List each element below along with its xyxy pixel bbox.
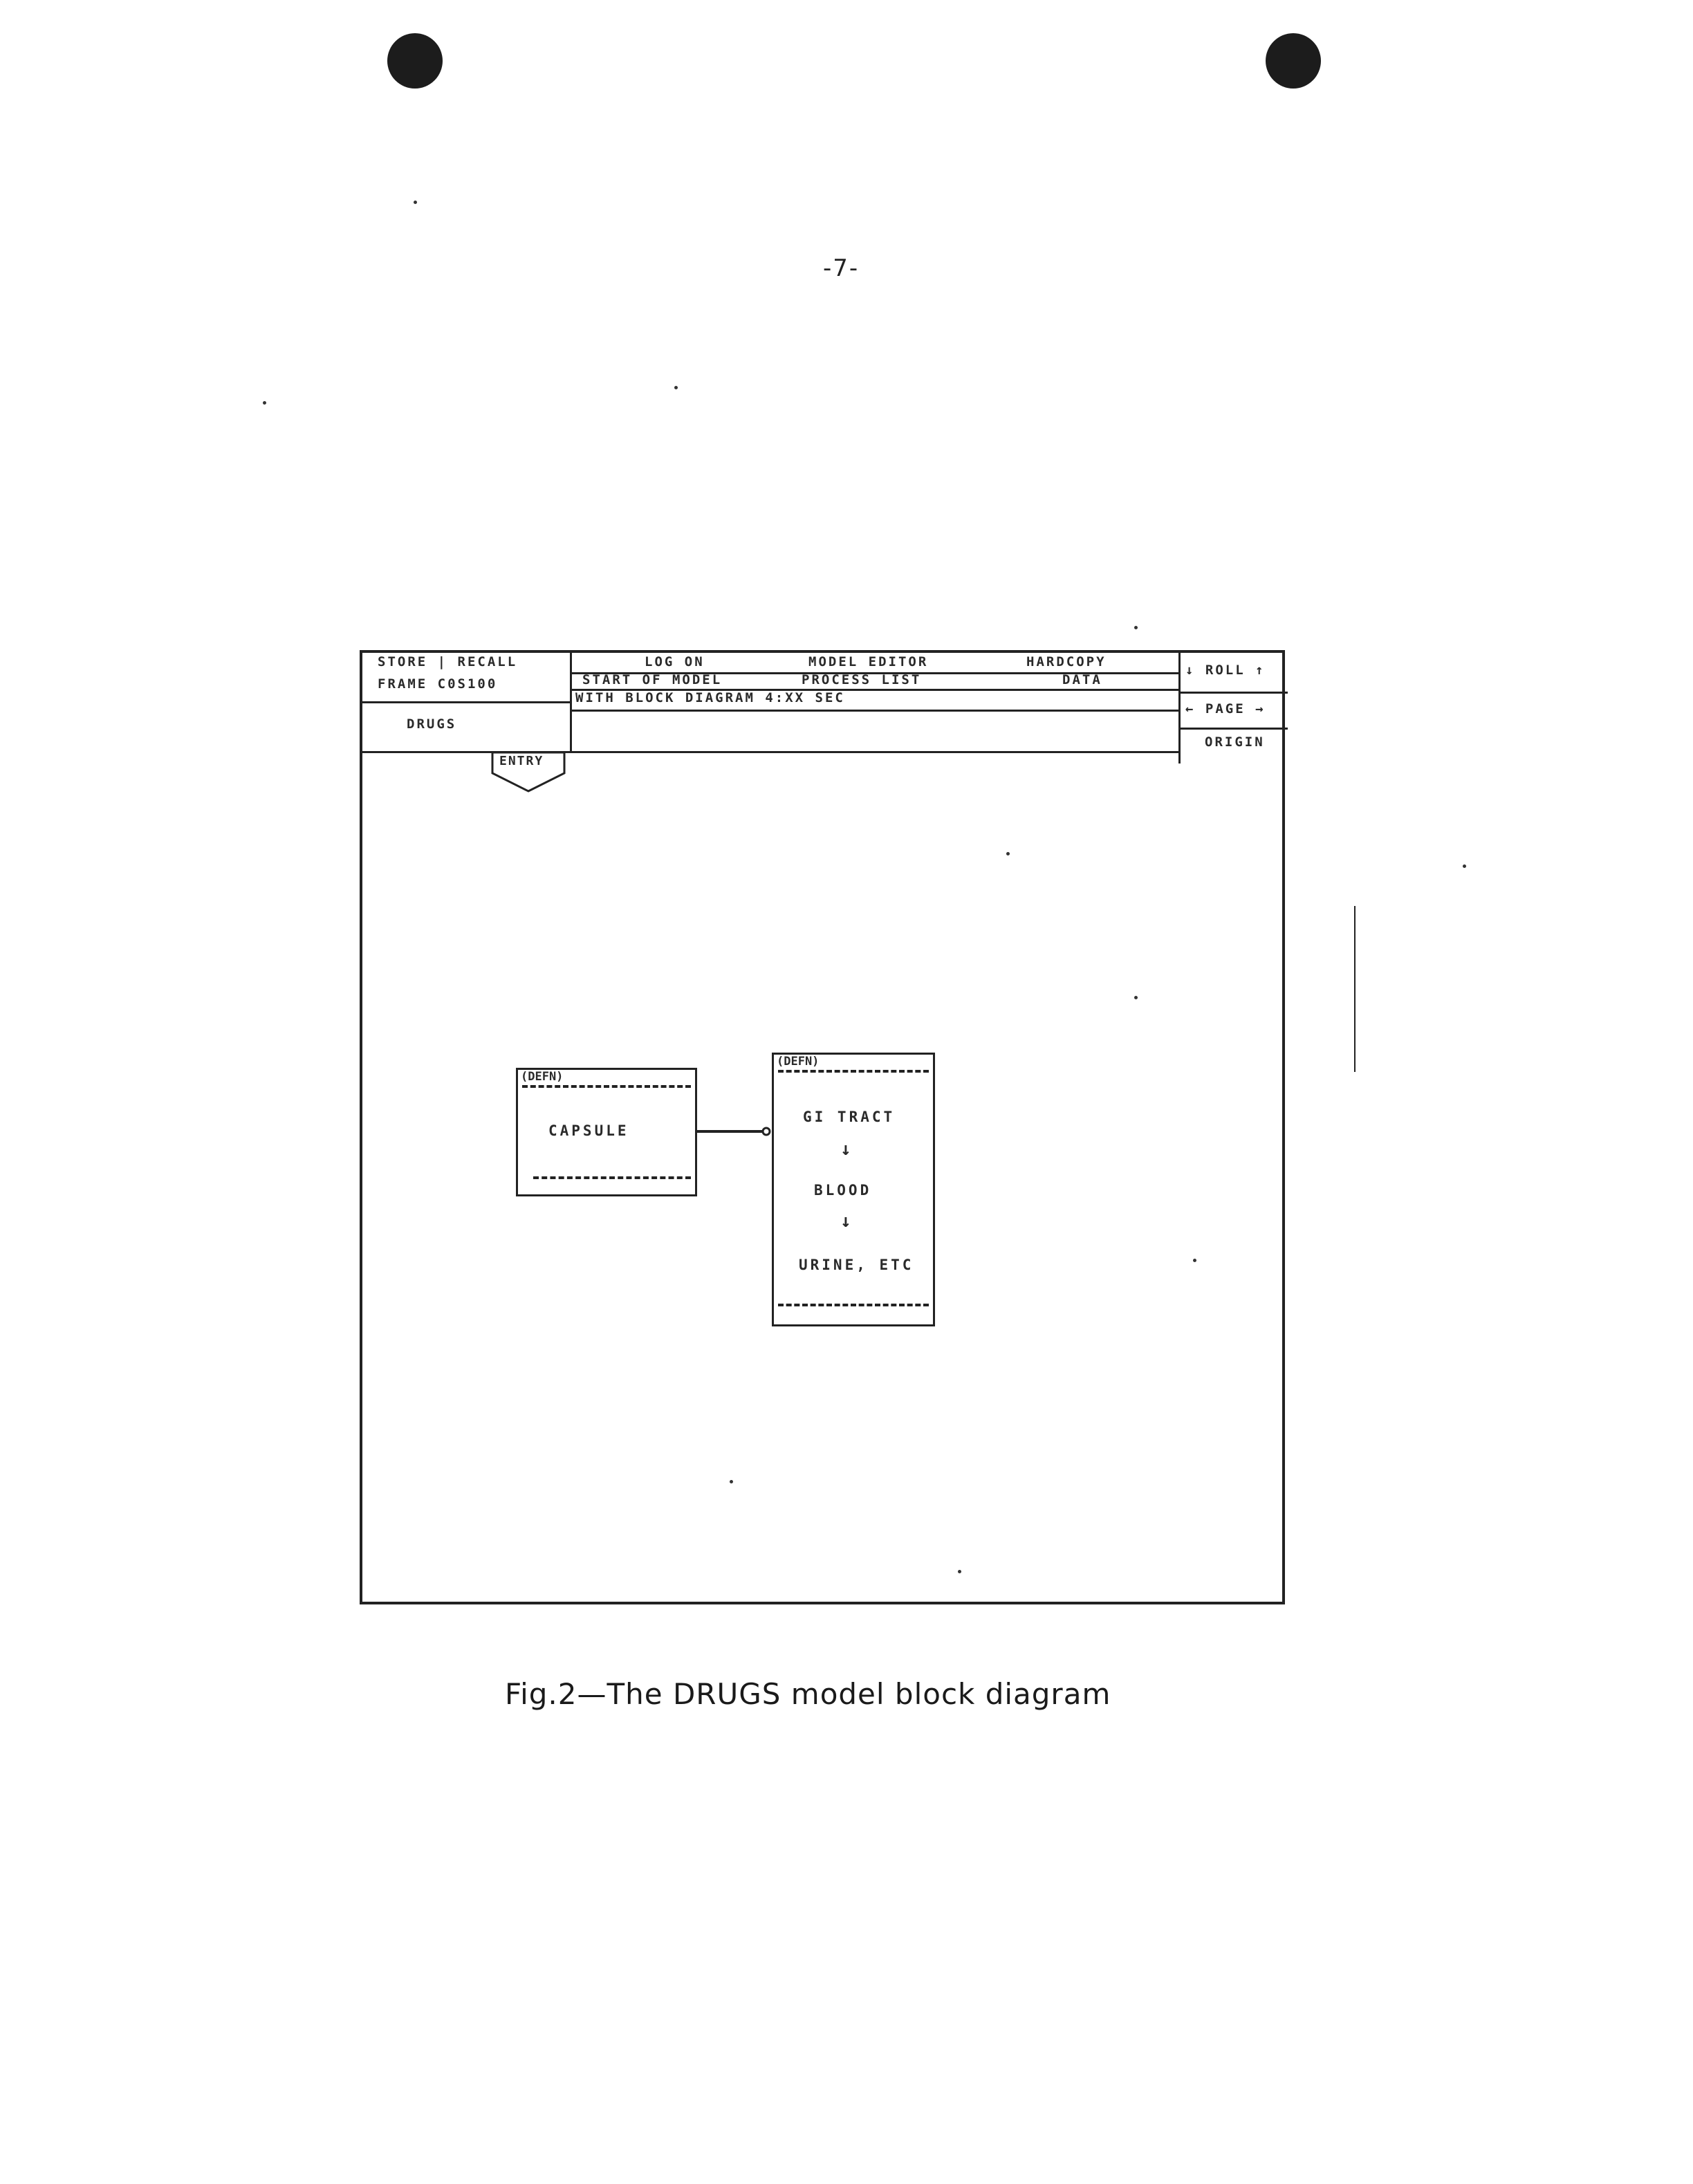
step-blood: BLOOD	[814, 1182, 872, 1199]
page-number: -7-	[823, 255, 860, 282]
flow-connector	[697, 1127, 771, 1136]
start-of-model-button[interactable]: START OF MODEL	[582, 672, 723, 687]
roll-button[interactable]: ↓ ROLL ↑	[1185, 663, 1266, 678]
hardcopy-button[interactable]: HARDCOPY	[1026, 654, 1107, 669]
header-divider-left	[570, 653, 572, 751]
down-arrow-icon: ↓	[840, 1139, 851, 1160]
log-on-button[interactable]: LOG ON	[645, 654, 705, 669]
origin-button[interactable]: ORIGIN	[1205, 734, 1265, 750]
header-bottom-line	[362, 751, 1178, 753]
capsule-label: CAPSULE	[548, 1122, 629, 1139]
capsule-tag: (DEFN)	[521, 1070, 564, 1084]
speck	[730, 1480, 733, 1483]
nav-line-2	[1178, 728, 1288, 730]
store-recall-button[interactable]: STORE | RECALL	[378, 654, 518, 669]
terminal-screen: STORE | RECALL FRAME C0S100 DRUGS LOG ON…	[360, 650, 1288, 1604]
body-block[interactable]: (DEFN) GI TRACT ↓ BLOOD ↓ URINE, ETC	[772, 1053, 935, 1326]
page-button[interactable]: ← PAGE →	[1185, 701, 1266, 716]
speck	[414, 201, 417, 204]
speck	[1134, 626, 1138, 629]
step-gi-tract: GI TRACT	[803, 1109, 896, 1125]
punch-hole-left	[387, 33, 443, 89]
model-box-top-line	[362, 701, 570, 703]
menu-row-line-3	[570, 710, 1178, 712]
speck	[1193, 1259, 1196, 1262]
model-editor-button[interactable]: MODEL EDITOR	[808, 654, 929, 669]
speck	[263, 401, 266, 405]
punch-hole-right	[1266, 33, 1321, 89]
margin-mark	[1354, 906, 1356, 1072]
capsule-block[interactable]: (DEFN) CAPSULE	[516, 1068, 697, 1196]
menu-row-line-1	[570, 672, 1178, 674]
speck	[1463, 864, 1466, 868]
entry-tag-label: ENTRY	[499, 754, 544, 768]
down-arrow-icon: ↓	[840, 1211, 851, 1232]
header-divider-right	[1178, 653, 1181, 764]
body-tag: (DEFN)	[777, 1055, 820, 1068]
frame-label: FRAME C0S100	[378, 676, 498, 692]
menu-row-line-2	[570, 689, 1178, 691]
process-list-button[interactable]: PROCESS LIST	[802, 672, 922, 687]
model-name: DRUGS	[407, 716, 457, 732]
speck	[1006, 852, 1010, 855]
body-dash-top	[778, 1070, 929, 1073]
speck	[958, 1570, 961, 1573]
speck	[674, 386, 678, 389]
capsule-dash-bottom	[533, 1176, 691, 1179]
step-urine-etc: URINE, ETC	[799, 1257, 914, 1273]
data-button[interactable]: DATA	[1062, 672, 1102, 687]
capsule-dash-top	[522, 1085, 691, 1088]
nav-line-1	[1178, 692, 1288, 694]
body-dash-bottom	[778, 1304, 929, 1306]
entry-tag-icon[interactable]	[487, 750, 570, 794]
figure-caption: Fig.2—The DRUGS model block diagram	[505, 1677, 1111, 1711]
speck	[1134, 996, 1138, 999]
block-diagram-line: WITH BLOCK DIAGRAM 4:XX SEC	[575, 690, 845, 705]
